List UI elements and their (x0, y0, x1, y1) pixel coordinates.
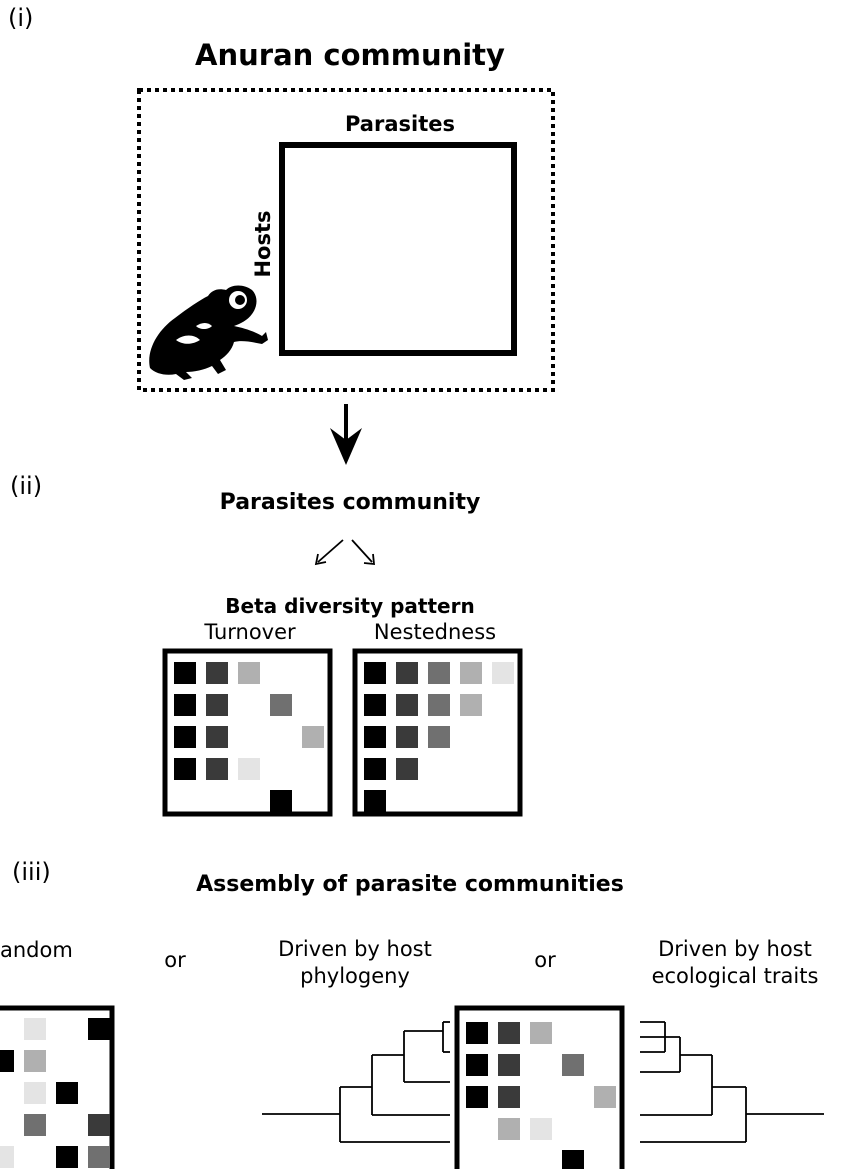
turnover-cell (206, 726, 228, 748)
or-label-1: or (164, 948, 186, 972)
host-parasite-matrix (279, 142, 517, 356)
turnover-cell (174, 758, 196, 780)
turnover-cell (206, 758, 228, 780)
random-cell (56, 1082, 78, 1104)
beta-diversity-title: Beta diversity pattern (225, 594, 475, 618)
turnover-cell (270, 790, 292, 812)
nestedness-cell (364, 758, 386, 780)
nestedness-cell (460, 694, 482, 716)
nestedness-cell (396, 694, 418, 716)
turnover-cell (174, 726, 196, 748)
phylogeny-matrix (454, 1005, 625, 1169)
phylogeny-cell (498, 1118, 520, 1140)
or-label-2: or (534, 948, 556, 972)
phylogeny-cell (498, 1054, 520, 1076)
turnover-matrix (162, 648, 333, 817)
nestedness-cell (460, 662, 482, 684)
random-cell (24, 1082, 46, 1104)
phylogeny-cell (498, 1022, 520, 1044)
nestedness-cell (364, 790, 386, 812)
turnover-cell (270, 694, 292, 716)
panel-label-i: (i) (8, 4, 34, 32)
phylogeny-cell (530, 1118, 552, 1140)
parasites-axis-label: Parasites (344, 112, 455, 136)
phylogeny-tree (262, 1021, 450, 1143)
assembly-title: Assembly of parasite communities (196, 872, 624, 897)
random-matrix (0, 1005, 115, 1169)
random-cell (88, 1146, 110, 1168)
nestedness-cell (428, 694, 450, 716)
turnover-cell (238, 662, 260, 684)
phylogeny-cell (498, 1086, 520, 1108)
nestedness-cell (364, 726, 386, 748)
turnover-cell (174, 662, 196, 684)
nestedness-cell (492, 662, 514, 684)
split-arrows (314, 539, 376, 566)
anuran-community-title: Anuran community (195, 38, 505, 72)
matrix-cells (0, 662, 616, 1169)
random-cell (56, 1146, 78, 1168)
turnover-cell (206, 694, 228, 716)
turnover-label: Turnover (204, 620, 296, 644)
random-cell (24, 1050, 46, 1072)
parasites-community-title: Parasites community (219, 490, 481, 515)
panel-label-ii: (ii) (10, 472, 43, 500)
random-cell (24, 1018, 46, 1040)
phylogeny-cell (562, 1150, 584, 1169)
community-frame (137, 88, 555, 392)
nestedness-cell (364, 662, 386, 684)
turnover-cell (238, 758, 260, 780)
turnover-cell (302, 726, 324, 748)
phylogeny-cell (562, 1054, 584, 1076)
phylogeny-cell (594, 1086, 616, 1108)
random-cell (0, 1146, 14, 1168)
nestedness-cell (364, 694, 386, 716)
nestedness-cell (396, 662, 418, 684)
traits-tree (640, 1021, 824, 1143)
nestedness-cell (396, 758, 418, 780)
phylogeny-cell (466, 1086, 488, 1108)
phylogeny-label: Driven by host phylogeny (278, 937, 432, 988)
phylogeny-cell (466, 1054, 488, 1076)
phylogeny-cell (530, 1022, 552, 1044)
panel-label-iii: (iii) (12, 858, 51, 886)
traits-label: Driven by host ecological traits (651, 937, 819, 988)
turnover-cell (206, 662, 228, 684)
turnover-cell (174, 694, 196, 716)
frog-icon (149, 285, 268, 380)
random-label: andom (0, 938, 73, 962)
nestedness-cell (396, 726, 418, 748)
nestedness-matrix (352, 648, 523, 817)
phylogeny-cell (466, 1022, 488, 1044)
nestedness-label: Nestedness (373, 620, 497, 644)
nestedness-cell (428, 662, 450, 684)
nestedness-cell (428, 726, 450, 748)
random-cell (88, 1114, 110, 1136)
random-cell (24, 1114, 46, 1136)
down-arrow-head (330, 428, 362, 465)
random-cell (88, 1018, 110, 1040)
random-cell (0, 1050, 14, 1072)
